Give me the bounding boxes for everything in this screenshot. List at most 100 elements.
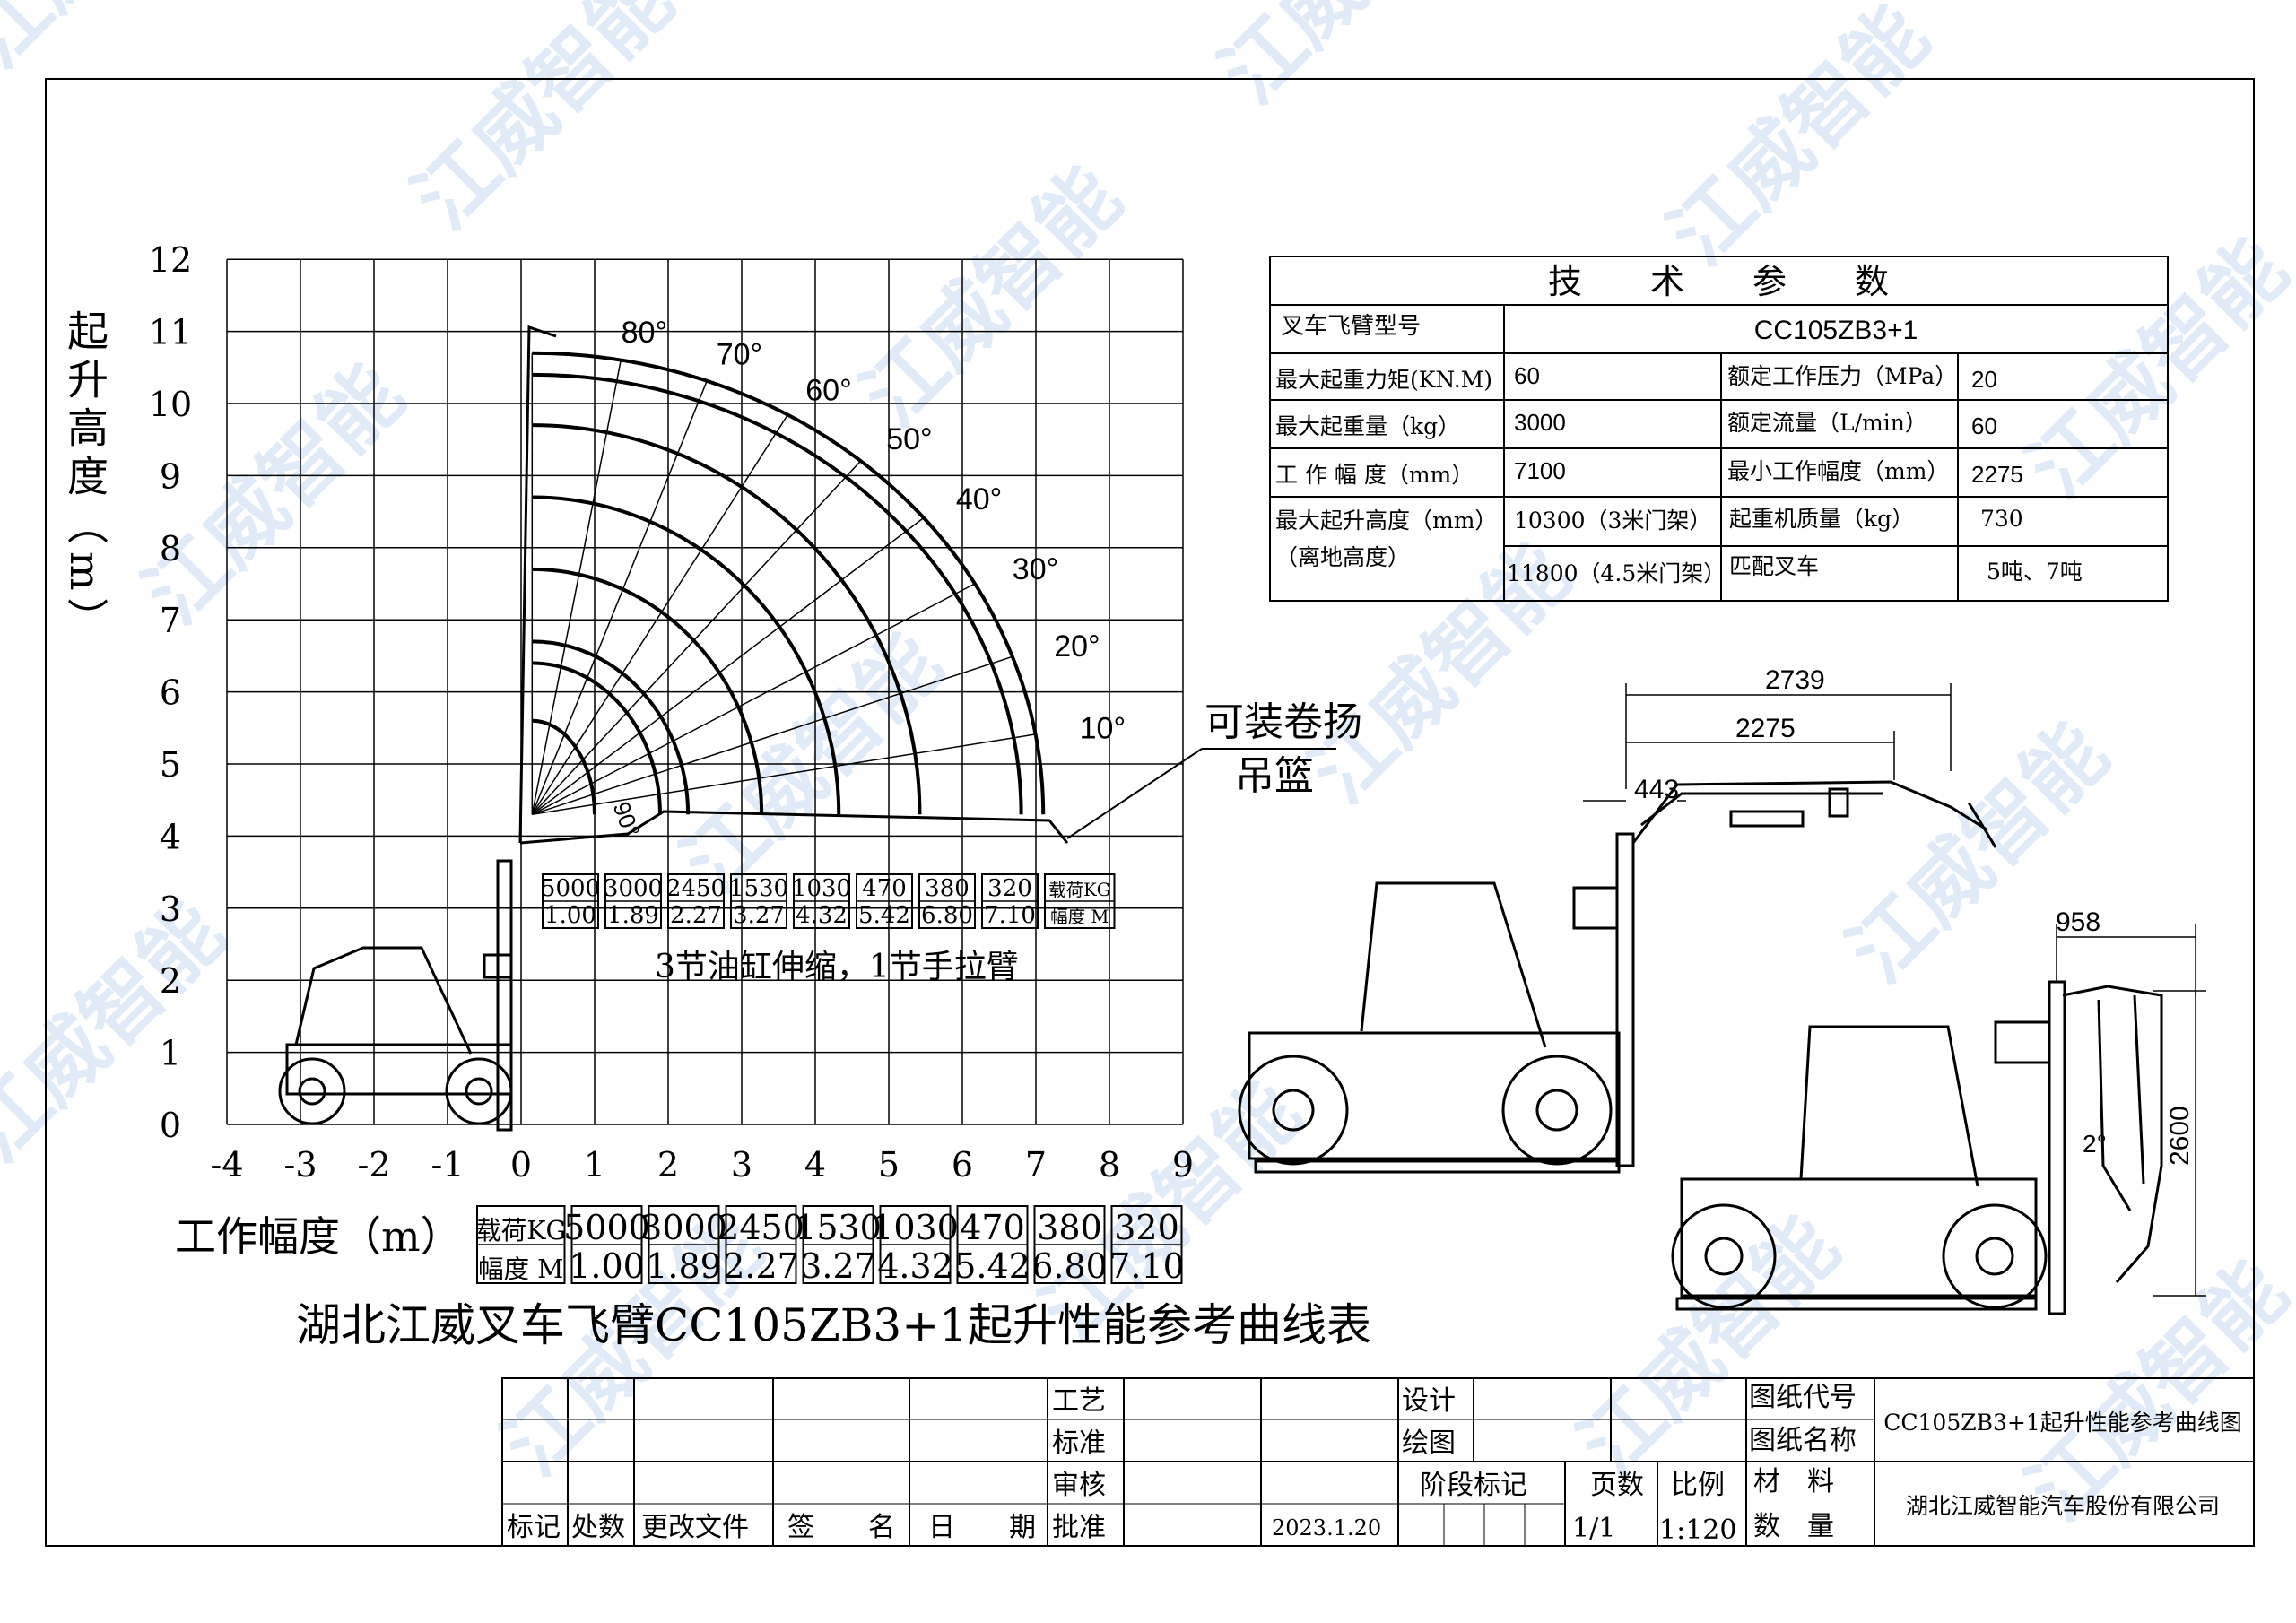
dimension-443: 443 bbox=[1634, 775, 1679, 804]
company-name: 湖北江威智能汽车股份有限公司 bbox=[1906, 1493, 2220, 1519]
angle-label: 40° bbox=[956, 482, 1002, 516]
x-tick-label: 5 bbox=[878, 1145, 900, 1185]
load-value: 320 bbox=[987, 875, 1032, 902]
y-tick-label: 1 bbox=[160, 1034, 181, 1073]
height-value-4.5m: 11800（4.5米门架） bbox=[1507, 560, 1726, 586]
load-value: 470 bbox=[862, 875, 907, 902]
angle-label: 50° bbox=[886, 422, 932, 456]
y-tick-label: 4 bbox=[160, 817, 181, 856]
radius-value: 5.42 bbox=[954, 1246, 1031, 1286]
x-tick-label: -3 bbox=[283, 1145, 317, 1185]
load-value: 1530 bbox=[729, 875, 788, 902]
title-block-text: 阶段标记 bbox=[1420, 1470, 1527, 1501]
param-value: 20 bbox=[1971, 366, 1997, 393]
watermark-text: 江威智能 bbox=[396, 0, 691, 247]
radius-value: 2.27 bbox=[723, 1246, 799, 1286]
param-label: 额定工作压力（MPa） bbox=[1727, 363, 1957, 389]
x-tick-label: 8 bbox=[1099, 1145, 1120, 1185]
height-label: 最大起升高度（mm） bbox=[1275, 508, 1497, 534]
y-tick-label: 6 bbox=[160, 673, 181, 713]
y-tick-label: 5 bbox=[160, 745, 181, 785]
height-value-3m: 10300（3米门架） bbox=[1514, 508, 1711, 534]
x-tick-label: 0 bbox=[510, 1145, 532, 1185]
x-tick-label: 9 bbox=[1172, 1145, 1194, 1185]
angle-label: 70° bbox=[717, 338, 762, 372]
load-header: 载荷KG bbox=[475, 1216, 566, 1245]
load-value: 470 bbox=[960, 1208, 1025, 1247]
envelope-curve bbox=[532, 372, 1023, 815]
load-value: 5000 bbox=[563, 1208, 650, 1247]
param-value: 60 bbox=[1514, 362, 1540, 389]
x-tick-label: -2 bbox=[357, 1145, 390, 1185]
y-tick-label: 11 bbox=[149, 313, 192, 352]
tech-params-title: 技 术 参 数 bbox=[1548, 262, 1889, 301]
y-tick-label: 9 bbox=[160, 456, 181, 496]
title-block-text: 图纸代号 bbox=[1749, 1382, 1857, 1413]
boom-annotation: 3节油缸伸缩，1节手拉臂 bbox=[655, 949, 1019, 985]
load-value: 320 bbox=[1114, 1208, 1179, 1247]
title-block-text: 设计 bbox=[1402, 1385, 1456, 1417]
radius-value: 1.00 bbox=[544, 902, 596, 929]
date-value: 2023.1.20 bbox=[1272, 1515, 1381, 1541]
angle-ray bbox=[531, 414, 788, 815]
load-header: 载荷KG bbox=[1048, 880, 1110, 900]
x-tick-label: 7 bbox=[1025, 1145, 1047, 1185]
forklift-extended bbox=[1238, 780, 1997, 1174]
height-label-sub: （离地高度） bbox=[1275, 544, 1410, 570]
radius-header: 幅度 M bbox=[1050, 907, 1109, 927]
angle-label: 10° bbox=[1080, 712, 1126, 746]
drawing-name: CC105ZB3+1起升性能参考曲线图 bbox=[1883, 1410, 2241, 1436]
watermark-text: 江威智能 bbox=[0, 885, 242, 1180]
radius-value: 3.27 bbox=[800, 1246, 876, 1286]
title-block-text: 签 名 bbox=[787, 1512, 895, 1543]
angle-ray bbox=[531, 460, 862, 815]
radius-value: 1.00 bbox=[569, 1246, 645, 1286]
angle-label: 20° bbox=[1054, 629, 1100, 664]
radius-value: 2.27 bbox=[670, 902, 722, 929]
angle-label: 60° bbox=[805, 374, 851, 408]
title-block-text: 日 期 bbox=[928, 1512, 1036, 1543]
radius-value: 3.27 bbox=[733, 902, 785, 929]
title-block-text: 工艺 bbox=[1052, 1385, 1106, 1417]
dimension-2600: 2600 bbox=[2165, 1106, 2195, 1166]
y-tick-label: 3 bbox=[160, 890, 181, 929]
param-label: 工 作 幅 度（mm） bbox=[1275, 462, 1474, 488]
x-tick-label: 3 bbox=[731, 1145, 752, 1185]
radius-value: 7.10 bbox=[1109, 1246, 1185, 1286]
envelope-curve bbox=[532, 661, 662, 815]
y-tick-label: 10 bbox=[149, 385, 192, 424]
watermark-text: 江威智能 bbox=[1203, 0, 1498, 122]
title-block-text: 比例 bbox=[1671, 1470, 1725, 1501]
load-value: 1030 bbox=[872, 1208, 959, 1247]
load-value: 2450 bbox=[718, 1208, 804, 1247]
model-label: 叉车飞臂型号 bbox=[1281, 313, 1421, 340]
angle-ray bbox=[532, 655, 1013, 815]
y-tick-label: 12 bbox=[149, 240, 192, 280]
winch-annotation-1: 可装卷扬 bbox=[1205, 699, 1362, 745]
forklift-folded bbox=[1671, 980, 2163, 1315]
radius-value: 6.80 bbox=[921, 902, 973, 929]
load-value: 3000 bbox=[640, 1208, 727, 1247]
load-value: 1530 bbox=[795, 1208, 882, 1247]
title-block-text: 批准 bbox=[1052, 1512, 1106, 1543]
param-label: 最小工作幅度（mm） bbox=[1727, 458, 1949, 484]
dimension-lines bbox=[1583, 683, 2206, 1297]
angle-label: 80° bbox=[622, 316, 667, 350]
dimension-2739: 2739 bbox=[1765, 665, 1825, 695]
watermark-text: 江威智能 bbox=[1651, 0, 1946, 283]
title-block-text: 审核 bbox=[1052, 1470, 1106, 1501]
angle-ray bbox=[531, 360, 622, 815]
title-block bbox=[501, 1377, 2255, 1547]
y-tick-label: 2 bbox=[160, 961, 181, 1001]
radius-header: 幅度 M bbox=[478, 1254, 563, 1284]
title-block-text: 1:120 bbox=[1659, 1515, 1736, 1546]
envelope-curve bbox=[532, 423, 922, 815]
param-label: 最大起重量（kg） bbox=[1275, 413, 1460, 439]
angle-ray bbox=[532, 733, 1036, 816]
param-value: 7100 bbox=[1514, 457, 1566, 484]
watermark-text: 江威智能 bbox=[1831, 706, 2126, 1001]
x-tick-label: -1 bbox=[430, 1145, 464, 1185]
radius-value: 1.89 bbox=[646, 1246, 722, 1286]
crane-mass-label: 起重机质量（kg） bbox=[1729, 506, 1914, 532]
